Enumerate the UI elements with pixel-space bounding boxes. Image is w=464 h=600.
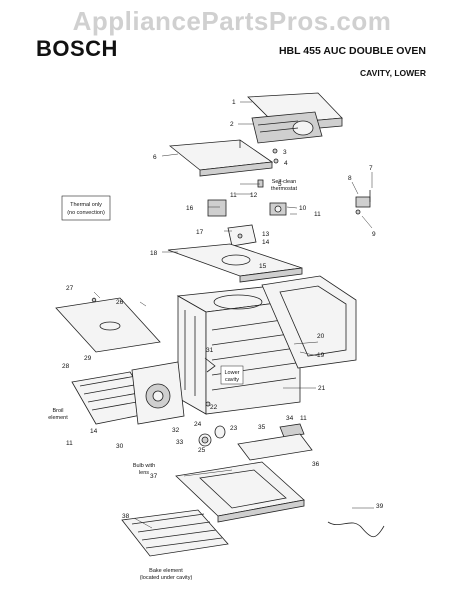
callout-35: 35 [258,424,266,431]
part-19-rear-panel[interactable] [261,275,357,369]
part-18-top-plate[interactable] [167,243,303,283]
svg-text:(no convection): (no convection) [67,210,105,216]
callout-13: 13 [262,231,270,238]
svg-text:Self-clean: Self-clean [272,179,296,185]
part-37-bottom-pan[interactable] [175,461,305,523]
note-thermal-only: Thermal only (no convection) [61,195,111,221]
svg-text:thermostat: thermostat [271,186,297,192]
callout-14b: 14 [90,428,98,435]
note-selfclean-thermostat: Self-clean thermostat [271,179,297,192]
callout-8: 8 [348,175,352,182]
leader-lines [93,101,374,529]
callout-11b: 11 [314,211,321,218]
callout-33: 33 [176,439,184,446]
svg-text:Broil: Broil [52,408,63,414]
callout-31: 31 [206,347,214,354]
callout-26: 26 [116,299,124,306]
callout-20: 20 [317,333,325,340]
callout-29: 29 [84,355,92,362]
svg-text:Thermal only: Thermal only [70,202,102,208]
callout-16: 16 [186,205,194,212]
callout-3: 3 [283,149,287,156]
callout-39: 39 [376,503,384,510]
callout-6: 6 [153,154,157,161]
part-27-screw[interactable] [91,297,97,303]
part-10-selfclean-thermostat[interactable] [269,202,287,216]
model-title: HBL 455 AUC DOUBLE OVEN [278,45,426,57]
callout-34: 34 [286,415,294,422]
callout-11c: 11 [66,440,73,447]
svg-text:(located under cavity): (located under cavity) [140,575,193,581]
part-22-clip[interactable] [205,401,211,407]
svg-text:Bake element: Bake element [149,568,183,574]
svg-text:lens: lens [139,470,149,476]
callout-19: 19 [317,352,325,359]
callout-36: 36 [312,461,320,468]
callout-30: 30 [116,443,124,450]
callout-15: 15 [259,263,267,270]
part-23-lens-ring[interactable] [214,425,226,439]
part-35-rail[interactable] [237,433,313,461]
part-16-relay[interactable] [207,199,227,217]
svg-text:Bulb with: Bulb with [133,463,155,469]
brand-logo: BOSCH [36,36,118,61]
callout-5: 5 [278,181,282,188]
callout-21: 21 [318,385,326,392]
callout-32: 32 [172,427,180,434]
note-bake-element: Bake element (located under cavity) [140,568,193,581]
callout-labels: 1 2 3 4 5 6 7 8 9 10 11 11 11 11 12 13 1… [62,99,384,520]
note-lower-cavity: Lower cavity [220,365,244,385]
part-6-top-panel[interactable] [168,139,274,177]
part-21-oven-cavity[interactable] [176,285,302,415]
svg-text:Lower: Lower [225,370,240,376]
callout-38: 38 [122,513,130,520]
note-bulb-with-lens: Bulb with lens [133,463,155,476]
part-34-bracket[interactable] [279,423,305,438]
callout-18: 18 [150,250,158,257]
note-broil-element: Broil element [48,408,68,421]
part-25-bulb-with-lens[interactable] [198,433,212,447]
callout-24: 24 [194,421,202,428]
callout-25: 25 [198,447,206,454]
callout-28: 28 [62,363,70,370]
part-17-control-box[interactable] [227,224,257,247]
callout-10: 10 [299,205,307,212]
callout-14: 14 [262,239,270,246]
part-8-thermostat-bracket[interactable] [355,190,371,208]
callout-23: 23 [230,425,238,432]
svg-text:element: element [48,415,68,421]
part-31-wire[interactable] [204,357,216,373]
callout-11a: 11 [230,192,237,199]
callout-4: 4 [284,160,288,167]
callout-22: 22 [210,404,218,411]
part-26-bottom-panel[interactable] [55,297,161,353]
section-title: CAVITY, LOWER [360,68,426,78]
callout-12: 12 [250,192,258,199]
part-39-wire-harness[interactable] [327,521,385,538]
callout-27: 27 [66,285,74,292]
part-9-screw[interactable] [355,209,361,215]
callout-2: 2 [230,121,234,128]
part-32-convection-plate[interactable] [131,361,185,425]
callout-1: 1 [232,99,236,106]
part-2-blower[interactable] [251,111,323,144]
callout-7: 7 [369,165,373,172]
svg-text:cavity: cavity [225,377,239,383]
callout-17: 17 [196,229,204,236]
callout-37: 37 [150,473,158,480]
part-5-fitting[interactable] [257,179,264,188]
part-3-screw[interactable] [272,148,278,154]
watermark: AppliancePartsPros.com [72,6,392,36]
callout-9: 9 [372,231,376,238]
part-4-screw[interactable] [273,158,279,164]
part-38-bake-element[interactable] [121,509,229,557]
callout-11d: 11 [300,415,307,422]
